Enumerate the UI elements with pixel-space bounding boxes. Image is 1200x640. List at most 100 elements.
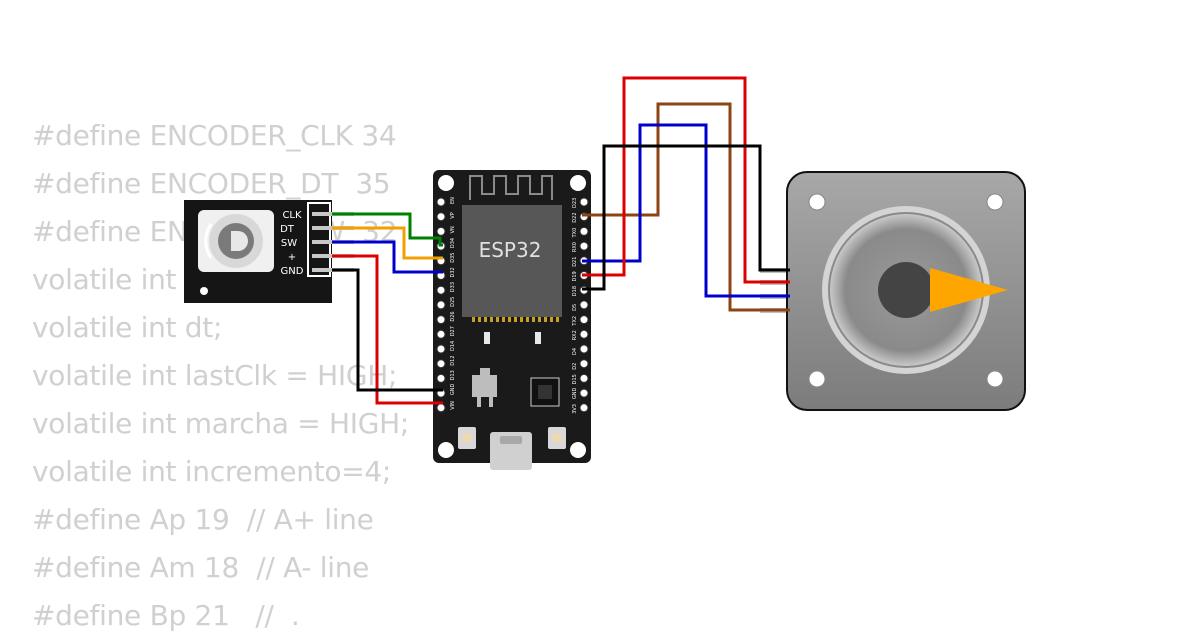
left-pin-label: VIN xyxy=(450,401,456,410)
left-pin-label: D35 xyxy=(450,253,456,263)
left-header xyxy=(436,197,446,413)
code-line: volatile int dt; xyxy=(32,311,223,344)
left-pin-hole[interactable] xyxy=(436,359,446,369)
left-pin-hole[interactable] xyxy=(436,329,446,339)
left-pin-label: D34 xyxy=(450,238,456,248)
module-pad xyxy=(508,317,511,322)
right-pin-label: D18 xyxy=(572,286,578,296)
left-pin-label: D14 xyxy=(450,341,456,351)
code-line: #define ENCODER_CLK 34 xyxy=(32,119,397,152)
module-pad xyxy=(532,317,535,322)
left-pin-hole[interactable] xyxy=(436,300,446,310)
left-pin-label: D33 xyxy=(450,282,456,292)
wire-motor-b-minus xyxy=(582,144,790,291)
left-pin-hole[interactable] xyxy=(436,344,446,354)
right-pin-hole[interactable] xyxy=(579,403,589,413)
right-pin-hole[interactable] xyxy=(579,315,589,325)
left-pin-hole[interactable] xyxy=(436,315,446,325)
right-pin-label: D4 xyxy=(572,348,578,355)
code-line: volatile int lastClk = HIGH; xyxy=(32,359,398,392)
module-pads xyxy=(472,317,559,322)
encoder-rotate-arrow xyxy=(204,223,213,259)
esp32-mount-hole xyxy=(570,442,586,458)
motor-mount-hole xyxy=(986,193,1004,211)
encoder-pin-clk: CLK xyxy=(282,210,302,221)
left-pin-label: VN xyxy=(450,226,456,233)
module-pad xyxy=(484,317,487,322)
left-pin-hole[interactable] xyxy=(436,226,446,236)
encoder-header xyxy=(307,202,331,277)
module-pad xyxy=(478,317,481,322)
wire-ground xyxy=(332,268,443,392)
right-pin-hole[interactable] xyxy=(579,344,589,354)
right-pin-hole[interactable] xyxy=(579,241,589,251)
right-pin-label: 3V3 xyxy=(572,404,578,414)
antenna-trace xyxy=(469,175,553,200)
module-pad xyxy=(556,317,559,322)
module-pad xyxy=(514,317,517,322)
stepper-motor[interactable] xyxy=(760,171,1026,411)
module-pad xyxy=(496,317,499,322)
code-line: #define Ap 19 // A+ line xyxy=(32,503,374,536)
encoder-pin-labels: CLK DT SW + GND xyxy=(280,210,304,277)
left-pin-hole[interactable] xyxy=(436,197,446,207)
module-pad xyxy=(550,317,553,322)
wire-motor-a-plus xyxy=(582,76,790,284)
right-pin-label: GND xyxy=(572,387,578,399)
left-pin-label: D27 xyxy=(450,326,456,336)
module-pad xyxy=(472,317,475,322)
right-pin-label: RX2 xyxy=(572,330,578,340)
code-line: volatile int marcha = HIGH; xyxy=(32,407,409,440)
en-button-cap[interactable] xyxy=(462,433,472,443)
right-pin-label: TX0 xyxy=(572,228,578,239)
left-pin-label: D25 xyxy=(450,297,456,307)
encoder-pin-gnd: GND xyxy=(281,266,304,277)
code-line: #define ENCODER_DT 35 xyxy=(32,167,391,200)
right-pin-label: D21 xyxy=(572,257,578,267)
esp32-board[interactable]: ESP32 ENVPVND34D35D32D33D25D26D27D14D12D… xyxy=(433,170,591,470)
code-line: volatile int incremento=4; xyxy=(32,455,392,488)
left-pin-label: D13 xyxy=(450,370,456,380)
voltage-regulator xyxy=(472,375,497,397)
left-pin-label: GND xyxy=(450,383,456,395)
right-pin-hole[interactable] xyxy=(579,359,589,369)
code-line: #define Am 18 // A- line xyxy=(32,551,370,584)
right-pin-labels: D23D22TX0RX0D21D19D18D5TX2RX2D4D2D15GND3… xyxy=(572,198,578,414)
right-pin-label: D19 xyxy=(572,271,578,281)
motor-mount-hole xyxy=(808,193,826,211)
capacitor xyxy=(535,332,541,344)
rotary-encoder[interactable]: CLK DT SW + GND xyxy=(184,200,354,303)
right-pin-hole[interactable] xyxy=(579,300,589,310)
left-pin-hole[interactable] xyxy=(436,403,446,413)
module-pad xyxy=(538,317,541,322)
left-pin-label: D12 xyxy=(450,355,456,365)
wire-power xyxy=(332,254,443,405)
capacitor xyxy=(484,332,490,344)
encoder-pin-sw: SW xyxy=(281,238,297,249)
module-pad xyxy=(520,317,523,322)
right-pin-hole[interactable] xyxy=(579,373,589,383)
esp32-module xyxy=(462,205,562,317)
right-pin-hole[interactable] xyxy=(579,226,589,236)
esp32-mount-hole xyxy=(570,175,586,191)
motor-pointer xyxy=(930,268,1008,312)
encoder-pin-dt: DT xyxy=(280,224,295,235)
right-pin-label: D23 xyxy=(572,198,578,208)
motor-mount-hole xyxy=(986,370,1004,388)
wire-motor-b-plus xyxy=(582,123,790,298)
esp32-mount-hole xyxy=(438,442,454,458)
right-pin-hole[interactable] xyxy=(579,388,589,398)
left-pin-hole[interactable] xyxy=(436,285,446,295)
esp32-label: ESP32 xyxy=(479,238,542,262)
boot-button-cap[interactable] xyxy=(552,433,562,443)
module-pad xyxy=(526,317,529,322)
left-pin-label: VP xyxy=(450,212,456,218)
right-pin-hole[interactable] xyxy=(579,329,589,339)
right-pin-label: D22 xyxy=(572,212,578,222)
left-pin-hole[interactable] xyxy=(436,212,446,222)
left-pin-hole[interactable] xyxy=(436,373,446,383)
right-pin-hole[interactable] xyxy=(579,197,589,207)
motor-mount-hole xyxy=(808,370,826,388)
left-pin-labels: ENVPVND34D35D32D33D25D26D27D14D12D13GNDV… xyxy=(450,197,456,410)
